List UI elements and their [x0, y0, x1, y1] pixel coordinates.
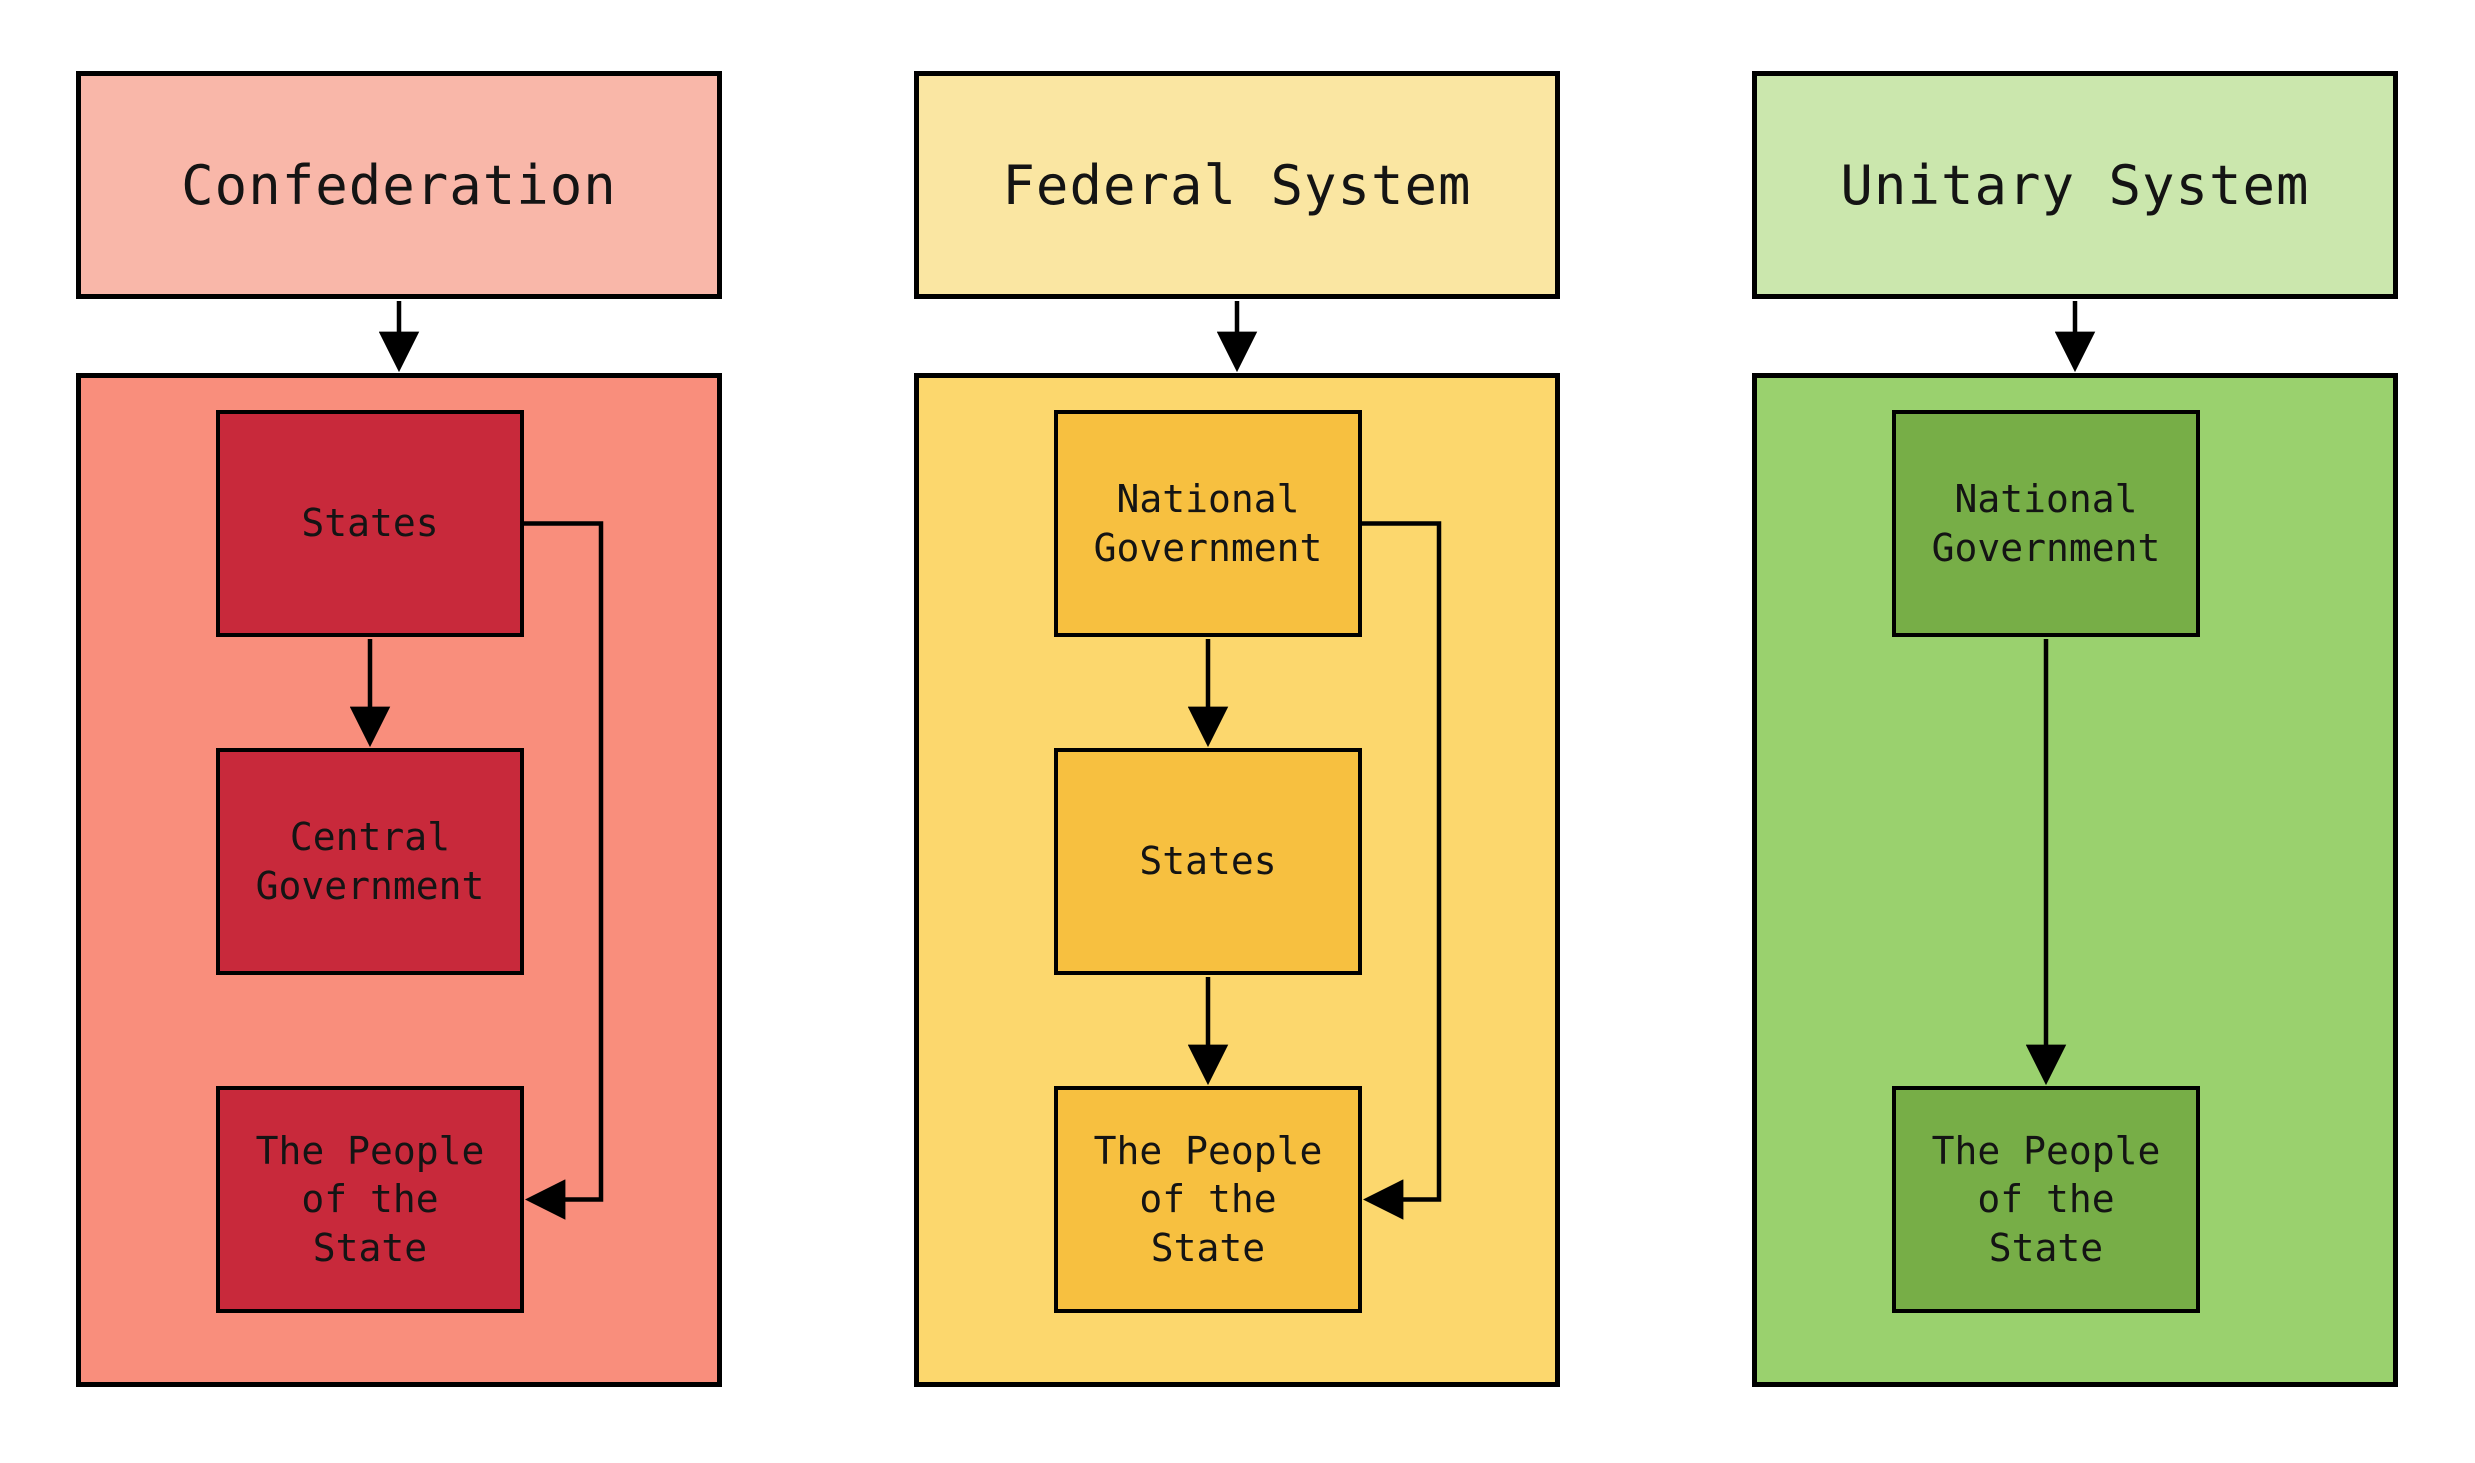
column-confederation: Confederation States Central Government … — [76, 0, 722, 1463]
body-federal-system: National Government States The People of… — [914, 373, 1560, 1387]
title-box-unitary-system: Unitary System — [1752, 71, 2398, 299]
node-unitary-people-of-the-state: The People of the State — [1892, 1086, 2200, 1313]
node-federal-states: States — [1054, 748, 1362, 975]
column-federal-system: Federal System National Government State… — [914, 0, 1560, 1463]
node-unitary-national-government: National Government — [1892, 410, 2200, 637]
column-unitary-system: Unitary System National Government The P… — [1752, 0, 2398, 1463]
node-confederation-central-government: Central Government — [216, 748, 524, 975]
node-confederation-people-of-the-state: The People of the State — [216, 1086, 524, 1313]
node-federal-people-of-the-state: The People of the State — [1054, 1086, 1362, 1313]
body-unitary-system: National Government The People of the St… — [1752, 373, 2398, 1387]
body-confederation: States Central Government The People of … — [76, 373, 722, 1387]
node-federal-national-government: National Government — [1054, 410, 1362, 637]
title-box-confederation: Confederation — [76, 71, 722, 299]
title-box-federal-system: Federal System — [914, 71, 1560, 299]
node-confederation-states: States — [216, 410, 524, 637]
